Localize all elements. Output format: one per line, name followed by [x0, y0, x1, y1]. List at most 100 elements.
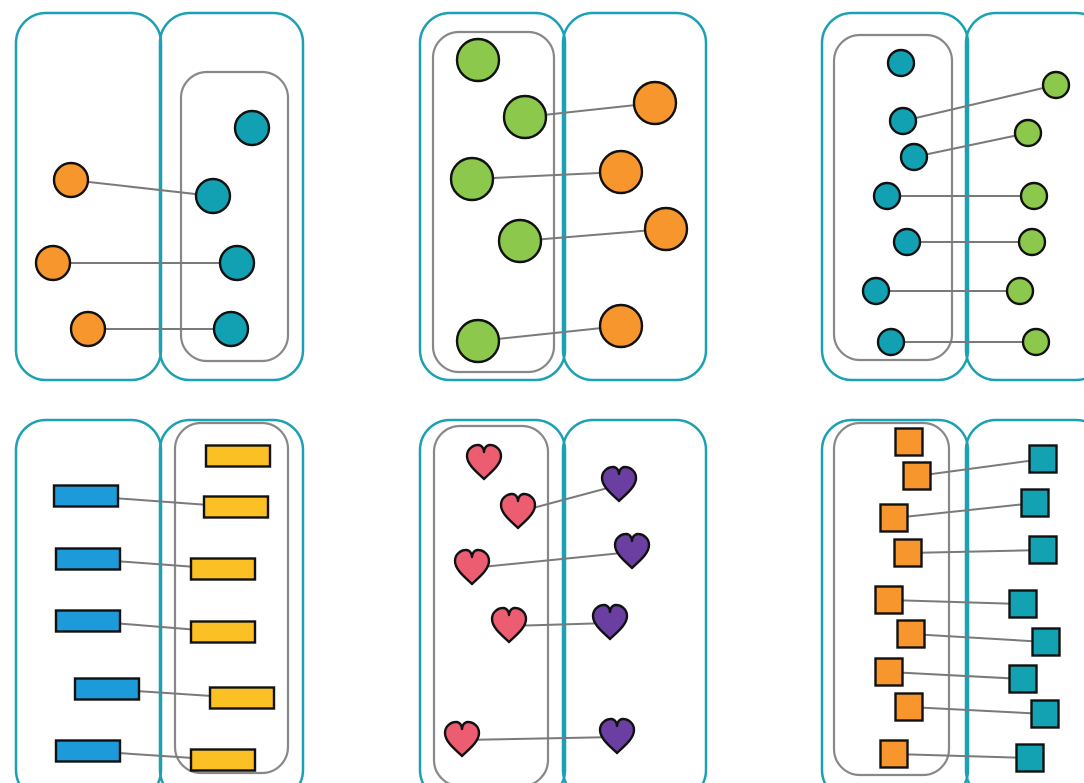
- subset-outline: [179, 70, 290, 363]
- codomain-element: [204, 444, 272, 468]
- domain-element: [52, 484, 120, 508]
- codomain-element: [1021, 327, 1051, 357]
- domain-element: [876, 327, 906, 357]
- domain-element: [874, 657, 904, 687]
- domain-element: [499, 492, 537, 530]
- mapping-line: [893, 502, 1036, 519]
- mapping-line: [908, 706, 1046, 715]
- codomain-element: [189, 748, 257, 772]
- subset-outline: [431, 30, 556, 374]
- domain-element: [902, 461, 932, 491]
- codomain-element: [1005, 276, 1035, 306]
- codomain-element: [600, 465, 638, 503]
- mapping-line: [461, 736, 618, 741]
- codomain-element: [1028, 535, 1058, 565]
- mapping-line: [508, 622, 611, 627]
- subset-outline: [832, 421, 951, 777]
- codomain-element: [632, 80, 678, 126]
- domain-element: [886, 48, 916, 78]
- codomain-set: [158, 11, 305, 382]
- codomain-element: [1028, 444, 1058, 474]
- codomain-element: [1013, 118, 1043, 148]
- codomain-element: [212, 310, 250, 348]
- codomain-element: [1019, 181, 1049, 211]
- domain-element: [879, 739, 909, 769]
- domain-element: [455, 318, 501, 364]
- domain-element: [443, 720, 481, 758]
- domain-element: [888, 106, 918, 136]
- codomain-element: [598, 149, 644, 195]
- domain-element: [497, 218, 543, 264]
- domain-element: [54, 739, 122, 763]
- codomain-set: [561, 418, 708, 783]
- domain-element: [453, 548, 491, 586]
- mapping-line: [913, 132, 1029, 158]
- domain-set: [418, 418, 567, 783]
- panel-3: [820, 11, 1084, 382]
- domain-element: [894, 692, 924, 722]
- domain-element: [52, 161, 90, 199]
- codomain-set: [561, 11, 708, 382]
- codomain-element: [598, 717, 636, 755]
- codomain-element: [613, 532, 651, 570]
- codomain-element: [591, 603, 629, 641]
- domain-element: [449, 156, 495, 202]
- domain-element: [34, 244, 72, 282]
- subset-outline: [173, 421, 290, 775]
- codomain-element: [194, 177, 232, 215]
- domain-element: [896, 619, 926, 649]
- domain-element: [73, 677, 141, 701]
- domain-element: [879, 503, 909, 533]
- codomain-element: [189, 620, 257, 644]
- codomain-element: [1041, 70, 1071, 100]
- mapping-line: [471, 171, 622, 180]
- domain-element: [490, 606, 528, 644]
- domain-element: [69, 310, 107, 348]
- domain-set: [14, 418, 163, 783]
- subset-outline: [432, 424, 550, 783]
- codomain-element: [208, 686, 276, 710]
- codomain-element: [1031, 627, 1061, 657]
- domain-element: [894, 427, 924, 457]
- codomain-set: [964, 418, 1084, 783]
- domain-set: [820, 418, 970, 783]
- mapping-line: [888, 671, 1024, 680]
- codomain-element: [1020, 488, 1050, 518]
- domain-element: [455, 37, 501, 83]
- codomain-element: [189, 557, 257, 581]
- domain-element: [899, 142, 929, 172]
- mapping-line: [902, 84, 1057, 122]
- codomain-element: [1017, 227, 1047, 257]
- domain-set: [418, 11, 567, 382]
- panel-1: [14, 11, 305, 382]
- domain-element: [502, 94, 548, 140]
- mapping-line: [471, 551, 633, 569]
- domain-element: [893, 538, 923, 568]
- panel-4: [14, 418, 305, 783]
- mapping-line: [907, 549, 1044, 554]
- domain-element: [465, 443, 503, 481]
- codomain-element: [1015, 743, 1045, 773]
- panel-2: [418, 11, 708, 382]
- mapping-line: [910, 633, 1047, 643]
- mapping-line: [916, 458, 1044, 477]
- codomain-element: [202, 495, 270, 519]
- codomain-element: [643, 206, 689, 252]
- domain-element: [54, 609, 122, 633]
- mapping-line: [893, 753, 1031, 759]
- codomain-element: [1008, 664, 1038, 694]
- codomain-set: [158, 418, 305, 783]
- subset-outline: [832, 33, 954, 362]
- codomain-element: [218, 244, 256, 282]
- mapping-line: [70, 179, 214, 197]
- codomain-element: [1008, 589, 1038, 619]
- mapping-line: [477, 325, 622, 342]
- codomain-element: [233, 109, 271, 147]
- codomain-element: [598, 303, 644, 349]
- domain-element: [874, 585, 904, 615]
- domain-element: [861, 276, 891, 306]
- domain-element: [54, 547, 122, 571]
- mapping-line: [519, 228, 667, 242]
